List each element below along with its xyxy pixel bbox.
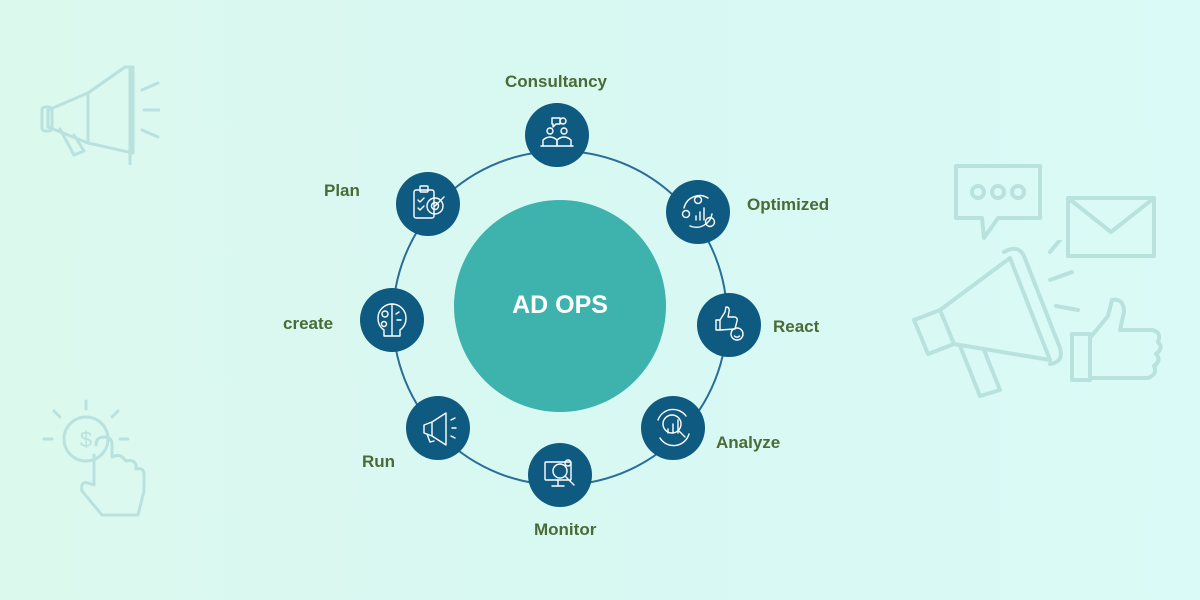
- run-icon: [423, 412, 457, 446]
- thumbs-up-icon: [1070, 297, 1163, 382]
- node-circle: [697, 293, 761, 357]
- node-label-react: React: [773, 317, 820, 336]
- plan-icon: [413, 185, 445, 219]
- node-label-monitor: Monitor: [534, 520, 597, 539]
- consultancy-icon: [540, 117, 574, 147]
- node-circle: [666, 180, 730, 244]
- envelope-icon: [1066, 196, 1156, 258]
- node-label-consultancy: Consultancy: [505, 72, 608, 91]
- node-circle: [528, 443, 592, 507]
- analyze-icon: [657, 408, 690, 447]
- node-circle: [525, 103, 589, 167]
- node-plan: [396, 172, 460, 236]
- node-monitor: [528, 443, 592, 507]
- svg-text:$: $: [80, 427, 92, 452]
- node-react: [697, 293, 761, 357]
- node-circle: [406, 396, 470, 460]
- center-title: AD OPS: [512, 291, 608, 319]
- node-create: [360, 288, 424, 352]
- react-icon: [715, 306, 744, 341]
- node-consultancy: [525, 103, 589, 167]
- chat-bubble-icon: [954, 164, 1042, 240]
- center-circle: [454, 200, 666, 412]
- node-label-analyze: Analyze: [716, 433, 781, 452]
- optimized-icon: [681, 194, 716, 228]
- node-label-create: create: [283, 314, 334, 333]
- create-icon: [377, 303, 407, 337]
- node-label-plan: Plan: [324, 181, 360, 200]
- node-circle: [396, 172, 460, 236]
- large-megaphone-icon: [912, 240, 1080, 398]
- monitor-icon: [544, 459, 575, 487]
- node-analyze: [641, 396, 705, 460]
- node-label-optimized: Optimized: [747, 195, 830, 214]
- node-run: [406, 396, 470, 460]
- node-optimized: [666, 180, 730, 244]
- megaphone-icon: [40, 65, 160, 165]
- node-label-run: Run: [362, 452, 396, 471]
- dollar-hand-icon: $: [42, 399, 146, 517]
